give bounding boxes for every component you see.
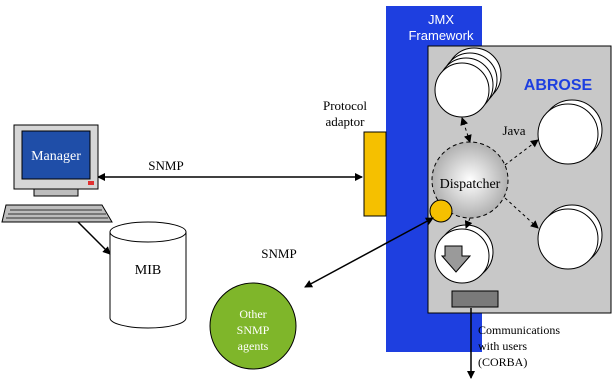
communications-label-line3: (CORBA)	[478, 355, 527, 369]
snmp-adaptor-dot	[429, 199, 453, 223]
mib-cylinder	[109, 221, 187, 329]
dispatcher-connections	[460, 117, 539, 229]
corba-connector	[451, 290, 499, 308]
component-stack-top	[434, 47, 502, 118]
protocol-adaptor-label-line1: Protocol	[323, 98, 367, 113]
snmp-agents-label: SNMP	[261, 246, 296, 261]
down-arrow-icon	[440, 245, 472, 273]
jmx-title-line1: JMX	[428, 12, 454, 27]
abrose-label: ABROSE	[524, 77, 593, 94]
manager-computer-icon	[1, 124, 113, 223]
agents-label-line3: agents	[238, 339, 269, 353]
snmp-manager-label: SNMP	[148, 158, 183, 173]
agents-label-line1: Other	[239, 307, 266, 321]
manager-label: Manager	[31, 149, 81, 164]
agents-label-line2: SNMP	[237, 323, 270, 337]
protocol-adaptor-box	[363, 131, 387, 217]
mib-label: MIB	[135, 263, 161, 278]
snmp-agents-link	[304, 217, 434, 288]
jmx-title-line2: Framework	[408, 28, 474, 43]
component-stack-lower-right	[537, 204, 603, 270]
protocol-adaptor-label-line2: adaptor	[326, 114, 366, 129]
communications-label-line1: Communications	[478, 323, 560, 337]
java-label: Java	[502, 123, 525, 138]
component-stack-java	[537, 99, 603, 165]
other-snmp-agents-circle	[209, 282, 297, 370]
dispatcher-label: Dispatcher	[440, 177, 501, 192]
communications-label-line2: with users	[478, 339, 527, 353]
manager-mib-link	[73, 217, 111, 255]
